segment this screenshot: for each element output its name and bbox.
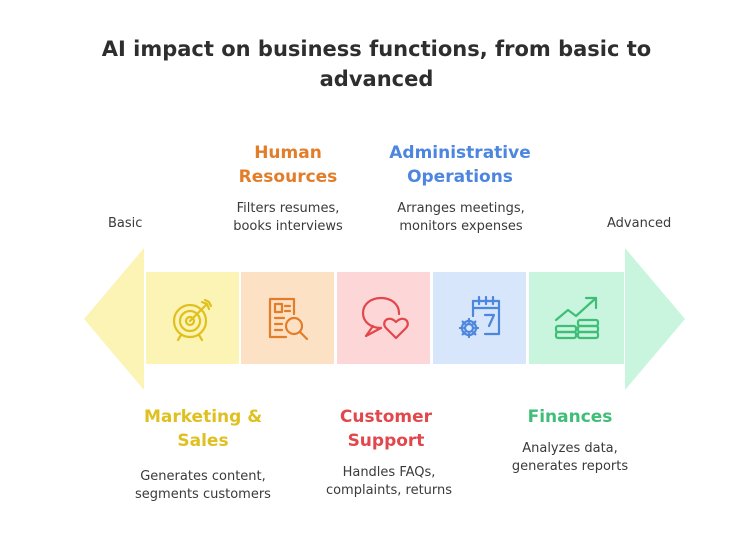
heading-customer-support: Customer Support xyxy=(339,407,433,451)
diagram-title: AI impact on business functions, from ba… xyxy=(101,37,652,91)
heading-finances: Finances xyxy=(527,407,613,427)
desc-customer-support: Handles FAQs, complaints, returns xyxy=(325,465,453,498)
calendar-gear-icon xyxy=(458,295,500,339)
growth-chart-icon xyxy=(554,296,599,340)
heading-administrative-operations: Administrative Operations xyxy=(389,143,531,187)
segment-human-resources xyxy=(241,272,334,364)
advanced-label: Advanced xyxy=(607,216,672,231)
segment-administrative-operations xyxy=(433,272,526,364)
desc-marketing-sales: Generates content, segments customers xyxy=(135,469,271,502)
segment-marketing-sales xyxy=(146,272,239,364)
heading-human-resources: Human Resources xyxy=(238,143,338,187)
segment-finances xyxy=(529,272,624,364)
heading-marketing-sales: Marketing & Sales xyxy=(143,407,263,451)
resume-search-icon xyxy=(268,297,308,341)
right-arrow-head xyxy=(625,248,685,390)
chat-heart-icon xyxy=(361,296,409,340)
left-arrow-head xyxy=(84,248,144,390)
segment-customer-support xyxy=(337,272,430,364)
target-icon xyxy=(172,298,212,342)
desc-finances: Analyzes data, generates reports xyxy=(511,441,629,474)
desc-human-resources: Filters resumes, books interviews xyxy=(233,201,343,234)
basic-label: Basic xyxy=(108,216,143,231)
desc-administrative-operations: Arranges meetings, monitors expenses xyxy=(397,201,525,234)
